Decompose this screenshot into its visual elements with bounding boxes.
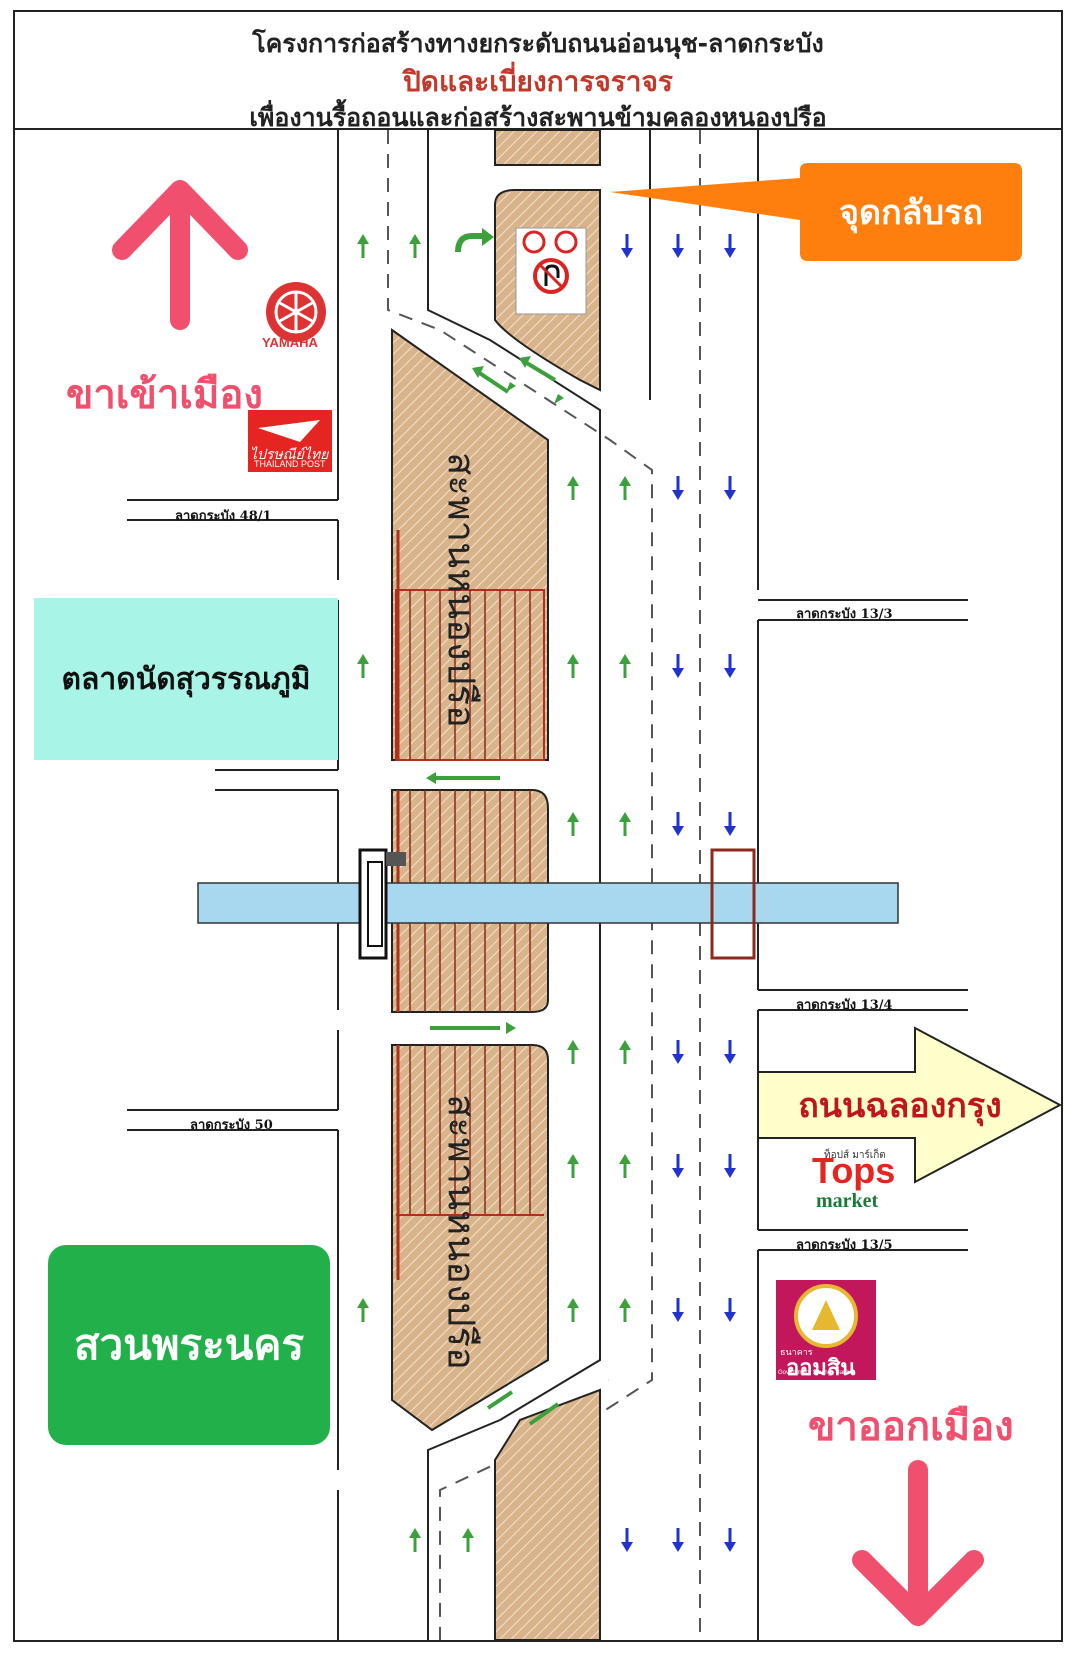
green-up-arrow [567, 1040, 579, 1064]
side-road-lines [127, 499, 968, 1251]
blue-down-arrow [672, 1298, 684, 1322]
blue-down-arrow [724, 1040, 736, 1064]
green-up-arrow [619, 1154, 631, 1178]
yamaha-label: YAMAHA [262, 335, 318, 350]
green-up-arrow [619, 476, 631, 500]
outbound-label: ขาออกเมือง [808, 1404, 1014, 1450]
header: โครงการก่อสร้างทางยกระดับถนนอ่อนนุช-ลาดก… [13, 10, 1063, 132]
green-up-arrow [619, 654, 631, 678]
blue-down-arrow [672, 812, 684, 836]
blue-down-arrow [672, 1528, 684, 1552]
blue-down-arrow [724, 1298, 736, 1322]
green-up-arrow [567, 654, 579, 678]
gsb-english: Government Savings Bank [778, 1370, 850, 1376]
blue-down-arrow [724, 476, 736, 500]
blue-down-arrow [672, 1154, 684, 1178]
gsb-thai-small: ธนาคาร [780, 1348, 813, 1358]
side-road-13-3: ลาดกระบัง 13/3 [796, 607, 893, 622]
green-up-arrow [567, 1154, 579, 1178]
bridge-label-upper: สะพานหนองปรือ [439, 452, 484, 728]
green-up-arrow [357, 234, 369, 258]
closure-zone-upper [395, 530, 545, 761]
side-road-13-4: ลาดกระบัง 13/4 [796, 998, 893, 1013]
blue-down-arrow [672, 1040, 684, 1064]
canal [197, 882, 899, 924]
inbound-direction-arrow [112, 180, 248, 330]
thailand-post-thai: ไปรษณีย์ไทย [250, 447, 329, 463]
blue-down-arrow [724, 812, 736, 836]
outbound-lane-arrows [621, 234, 736, 1552]
green-up-arrow [409, 234, 421, 258]
bridge-right [710, 848, 756, 960]
median-top [494, 129, 601, 166]
green-up-arrow [619, 1298, 631, 1322]
blue-down-arrow [672, 476, 684, 500]
u-turn-label: จุดกลับรถ [839, 193, 983, 233]
green-up-arrow [567, 1298, 579, 1322]
blue-down-arrow [621, 1528, 633, 1552]
outbound-direction-arrow [852, 1460, 984, 1626]
yamaha-logo [266, 282, 326, 342]
side-road-50: ลาดกระบัง 50 [190, 1118, 273, 1133]
lane-shift-arrows [430, 360, 560, 1426]
header-closure-notice: ปิดและเบี่ยงการจราจร [403, 65, 673, 98]
thailand-post-en: THAILAND POST [254, 459, 326, 469]
green-up-arrow [462, 1528, 474, 1552]
u-turn-callout [610, 163, 1022, 261]
bridge-deck-lower [391, 1044, 549, 1432]
green-up-arrow [409, 1528, 421, 1552]
tops-market: market [816, 1190, 879, 1212]
median-bottom [494, 1388, 601, 1641]
u-turn-arrow [455, 233, 484, 253]
bridge-label-lower: สะพานหนองปรือ [439, 1094, 484, 1370]
gsb-name: ออมสิน [786, 1356, 856, 1381]
bridge-left [358, 848, 406, 960]
closure-zone-lower [396, 1045, 544, 1280]
chalong-krung-arrow [757, 1026, 1063, 1184]
header-purpose: เพื่องานรื้อถอนและก่อสร้างสะพานข้ามคลองห… [249, 103, 827, 132]
market-box: ตลาดนัดสุวรรณภูมิ [34, 598, 338, 760]
inbound-lane-arrows [357, 234, 631, 1552]
green-up-arrow [619, 812, 631, 836]
side-road-13-5: ลาดกระบัง 13/5 [796, 1238, 893, 1253]
blue-down-arrow [724, 654, 736, 678]
green-up-arrow [567, 812, 579, 836]
no-uturn-sign [515, 227, 587, 315]
blue-down-arrow [724, 1154, 736, 1178]
chalong-krung-label: ถนนฉลองกรุง [798, 1086, 1002, 1126]
tops-logo: Tops [812, 1150, 896, 1191]
green-up-arrow [357, 1298, 369, 1322]
inbound-label: ขาเข้าเมือง [66, 372, 263, 418]
park-box: สวนพระนคร [48, 1245, 330, 1445]
blue-down-arrow [724, 234, 736, 258]
blue-down-arrow [672, 654, 684, 678]
blue-down-arrow [621, 234, 633, 258]
blue-down-arrow [724, 1528, 736, 1552]
green-up-arrow [567, 476, 579, 500]
bridge-deck-upper [391, 328, 549, 761]
blue-down-arrow [672, 234, 684, 258]
green-up-arrow [357, 654, 369, 678]
tops-thai: ท็อปส์ มาร์เก็ต [824, 1150, 886, 1161]
green-up-arrow [619, 1040, 631, 1064]
header-project-title: โครงการก่อสร้างทางยกระดับถนนอ่อนนุช-ลาดก… [252, 29, 824, 58]
side-road-48-1: ลาดกระบัง 48/1 [175, 509, 272, 524]
